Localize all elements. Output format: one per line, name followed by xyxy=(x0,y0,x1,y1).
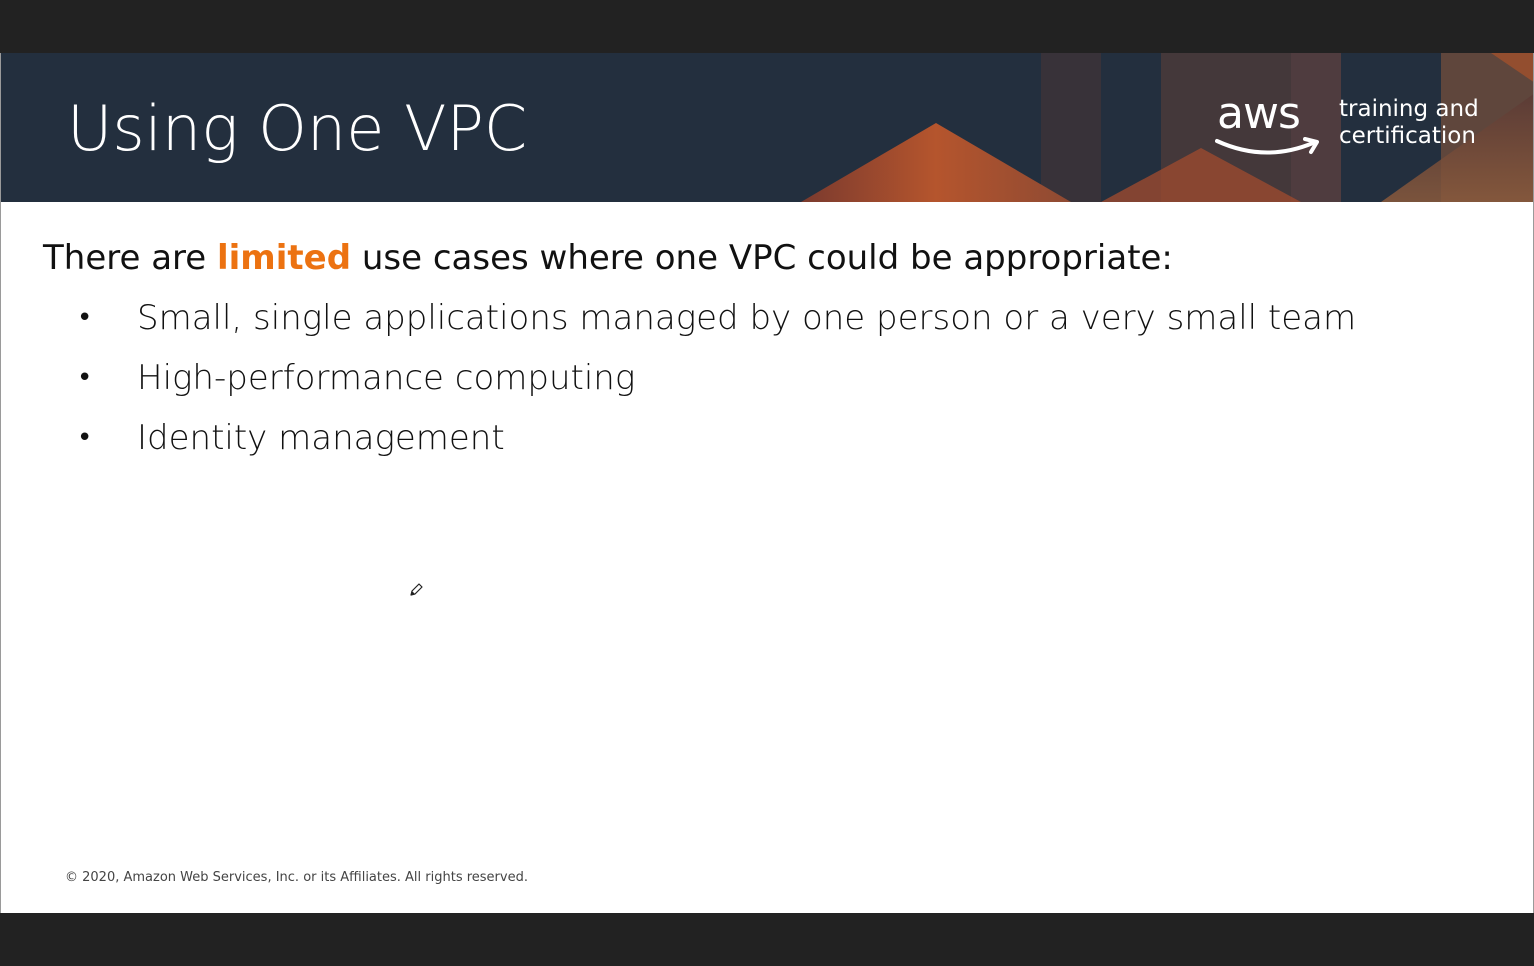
presentation-slide: Using One VPC aws training and certifica… xyxy=(0,53,1534,913)
lead-highlight: limited xyxy=(216,238,352,278)
bullet-item: • Identity management xyxy=(1,413,1401,463)
lead-sentence: There are limited use cases where one VP… xyxy=(43,237,1173,279)
letterbox-top xyxy=(0,0,1534,53)
tagline-line-1: training and xyxy=(1339,96,1479,122)
tagline-line-2: certification xyxy=(1339,123,1476,149)
aws-smile-icon xyxy=(1215,137,1319,155)
bullet-text: Identity management xyxy=(137,418,505,458)
pen-cursor-icon xyxy=(410,583,423,596)
lead-before: There are xyxy=(43,238,217,278)
brand-tagline: training and certification xyxy=(1339,96,1479,150)
bullet-dot-icon: • xyxy=(77,303,93,333)
aws-training-logo: aws training and certification xyxy=(1213,88,1493,165)
header-decoration xyxy=(801,53,1533,202)
bullet-text: High-performance computing xyxy=(137,358,636,398)
bullet-item: • High-performance computing xyxy=(1,353,1401,403)
bullet-dot-icon: • xyxy=(77,423,93,453)
bullet-text: Small, single applications managed by on… xyxy=(137,298,1357,338)
aws-wordmark: aws xyxy=(1217,88,1301,139)
bullet-dot-icon: • xyxy=(77,363,93,393)
bullet-item: • Small, single applications managed by … xyxy=(1,293,1401,343)
lead-after: use cases where one VPC could be appropr… xyxy=(351,238,1173,278)
slide-title: Using One VPC xyxy=(67,92,528,165)
copyright-footer: © 2020, Amazon Web Services, Inc. or its… xyxy=(65,870,528,885)
letterbox-bottom xyxy=(0,913,1534,966)
slide-header: Using One VPC aws training and certifica… xyxy=(1,53,1533,202)
